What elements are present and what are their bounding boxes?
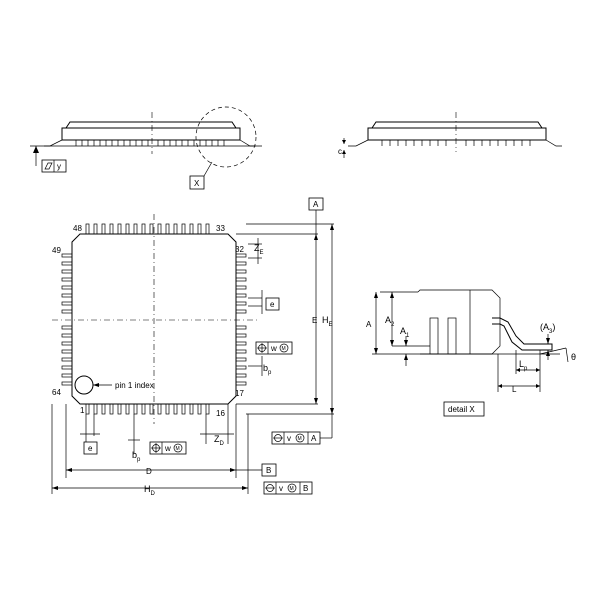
label-A1: A1 [400,326,410,339]
detail-x-circle [195,106,257,168]
svg-text:M: M [290,486,294,492]
label-c: c [338,147,342,156]
pin-16: 16 [216,409,225,418]
pin-33: 33 [216,224,225,233]
gull-wing-lead [492,317,553,351]
side-view-right: c [338,112,562,158]
svg-text:M: M [282,346,286,352]
pins-right [235,253,247,386]
lead-row-top [75,140,225,146]
label-bp-bottom: bp [132,450,141,463]
top-view: pin 1 index 48 33 49 32 64 17 1 16 ZE e … [51,197,334,497]
pin-64: 64 [52,388,61,397]
pin-17: 17 [235,389,244,398]
pin-1: 1 [80,406,85,415]
label-D: D [146,467,152,476]
label-theta: θ [571,352,576,362]
detail-x-ref-box [189,175,205,190]
position-tolerance-w-bottom: w M [149,441,187,455]
label-bp-side: bp [263,363,272,376]
label-HD: HD [144,484,156,497]
svg-text:v: v [287,434,291,443]
label-A: A [366,320,372,329]
label-HE: HE [322,315,333,328]
label-Lp: Lp [519,359,528,372]
svg-text:M: M [176,446,180,452]
label-zd: ZD [214,434,225,447]
svg-text:w: w [164,444,171,453]
label-e-bottom: e [88,444,93,453]
pins-top [85,223,210,235]
flatness-tolerance-box: y [41,159,67,173]
pin1-index-dot [74,375,94,395]
datum-a-box [308,197,324,211]
pin-49: 49 [52,246,61,255]
position-tolerance-w: w M [255,341,293,355]
datum-b: B [266,466,271,475]
detail-x-view: A A2 A1 (A3) θ Lp L d [366,289,576,417]
detail-x-ref: X [194,179,200,188]
flatness-value: y [57,162,61,171]
svg-text:B: B [303,484,308,493]
label-ze: ZE [254,243,264,256]
fcf-v-b: v M B [263,481,313,495]
svg-text:w: w [270,344,277,353]
label-A3: (A3) [540,322,555,335]
label-e-side: e [270,300,275,309]
pins-left [61,253,73,386]
label-A2: A2 [385,315,395,328]
detail-x-caption: detail X [448,405,475,414]
svg-text:A: A [311,434,317,443]
svg-text:M: M [298,436,302,442]
pin-48: 48 [73,224,82,233]
label-E: E [312,316,317,325]
pin-32: 32 [235,245,244,254]
fcf-v-a: v M A [271,431,321,445]
label-L: L [512,385,517,394]
side-view-left: y X [30,106,262,190]
pins-bottom [85,403,210,415]
pin1-index-label: pin 1 index [115,381,154,390]
datum-a: A [313,200,319,209]
datum-b-box [261,463,277,477]
svg-text:v: v [279,484,283,493]
